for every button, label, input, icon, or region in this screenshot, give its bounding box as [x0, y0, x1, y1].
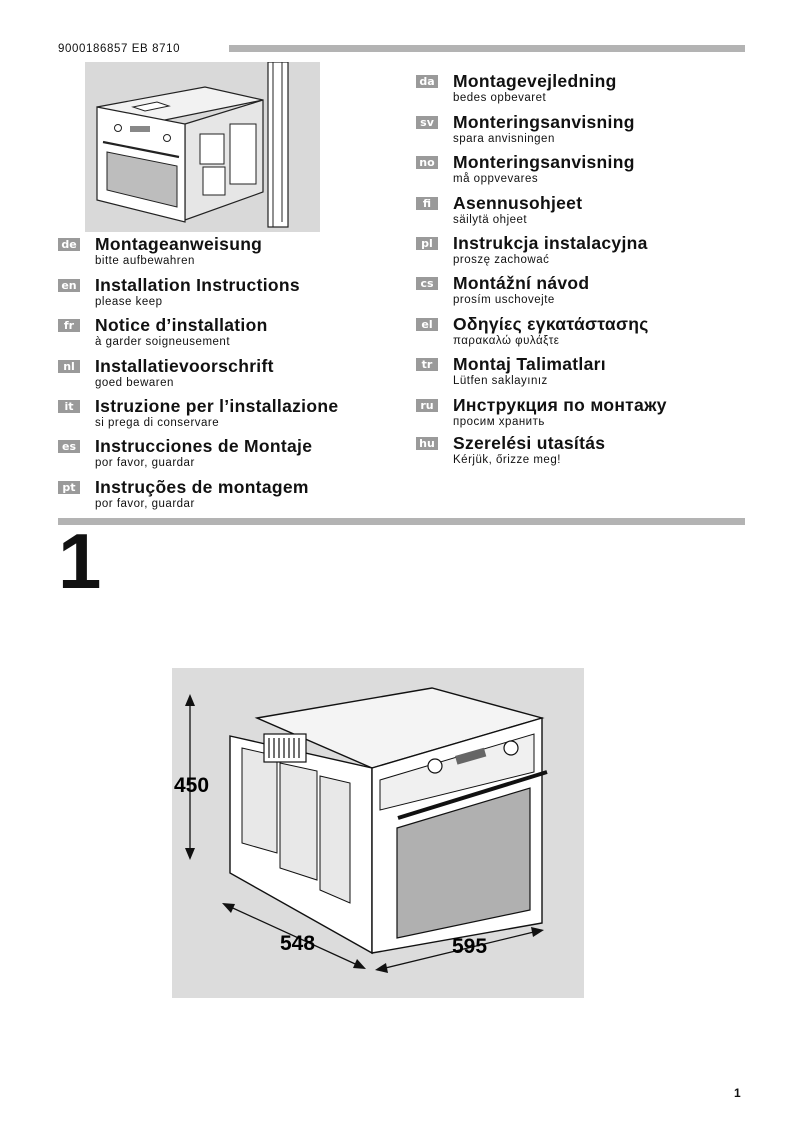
- lang-entry-hu: hu Szerelési utasítás Kérjük, őrizze meg…: [416, 433, 756, 473]
- lang-title: Istruzione per l’installazione: [95, 396, 339, 416]
- lang-subtitle: please keep: [95, 296, 163, 308]
- lang-entry-pt: pt Instruções de montagem por favor, gua…: [58, 477, 398, 517]
- lang-entry-sv: sv Monteringsanvisning spara anvisningen: [416, 112, 756, 152]
- lang-title: Montagevejledning: [453, 71, 617, 91]
- lang-title: Monteringsanvisning: [453, 112, 635, 132]
- oven-illustration-small: [85, 62, 320, 232]
- lang-title: Instrukcja instalacyjna: [453, 233, 648, 253]
- lang-entry-it: it Istruzione per l’installazione si pre…: [58, 396, 398, 436]
- lang-subtitle: просим хранить: [453, 416, 545, 428]
- lang-entry-no: no Monteringsanvisning må oppvevares: [416, 152, 756, 192]
- lang-title: Szerelési utasítás: [453, 433, 606, 453]
- lang-subtitle: spara anvisningen: [453, 133, 555, 145]
- lang-title: Asennusohjeet: [453, 193, 583, 213]
- lang-subtitle: Kérjük, őrizze meg!: [453, 454, 561, 466]
- lang-title: Instruções de montagem: [95, 477, 309, 497]
- lang-entry-de: de Montageanweisung bitte aufbewahren: [58, 234, 398, 274]
- lang-code-badge: cs: [416, 277, 438, 290]
- lang-subtitle: må oppvevares: [453, 173, 539, 185]
- lang-entry-fi: fi Asennusohjeet säilytä ohjeet: [416, 193, 756, 233]
- lang-code-badge: da: [416, 75, 438, 88]
- lang-entry-tr: tr Montaj Talimatları Lütfen saklayınız: [416, 354, 756, 394]
- lang-entry-pl: pl Instrukcja instalacyjna proszę zachow…: [416, 233, 756, 273]
- lang-code-badge: sv: [416, 116, 438, 129]
- lang-code-badge: no: [416, 156, 438, 169]
- lang-code-badge: it: [58, 400, 80, 413]
- lang-code-badge: es: [58, 440, 80, 453]
- lang-code-badge: nl: [58, 360, 80, 373]
- lang-subtitle: bedes opbevaret: [453, 92, 547, 104]
- oven-dimension-diagram: 450 548 595: [172, 668, 584, 998]
- lang-entry-ru: ru Инструкция по монтажу просим хранить: [416, 395, 756, 435]
- lang-entry-da: da Montagevejledning bedes opbevaret: [416, 71, 756, 111]
- lang-title: Montaj Talimatları: [453, 354, 606, 374]
- dimension-height-label: 450: [174, 774, 209, 797]
- lang-code-badge: el: [416, 318, 438, 331]
- page-number: 1: [734, 1086, 741, 1100]
- dimension-depth-label: 548: [280, 932, 315, 955]
- lang-entry-cs: cs Montážní návod prosím uschovejte: [416, 273, 756, 313]
- lang-title: Installation Instructions: [95, 275, 300, 295]
- section-rule: [58, 518, 745, 525]
- lang-code-badge: fr: [58, 319, 80, 332]
- lang-subtitle: si prega di conservare: [95, 417, 220, 429]
- lang-title: Οδηγίες εγκατάστασης: [453, 314, 649, 334]
- step-number: 1: [58, 517, 102, 605]
- lang-title: Montageanweisung: [95, 234, 263, 254]
- dimension-width-label: 595: [452, 935, 487, 958]
- lang-title: Monteringsanvisning: [453, 152, 635, 172]
- language-list-right: da Montagevejledning bedes opbevaret sv …: [416, 71, 756, 481]
- lang-subtitle: goed bewaren: [95, 377, 174, 389]
- lang-code-badge: ru: [416, 399, 438, 412]
- lang-title: Montážní návod: [453, 273, 590, 293]
- lang-subtitle: prosím uschovejte: [453, 294, 555, 306]
- lang-code-badge: de: [58, 238, 80, 251]
- lang-entry-nl: nl Installatievoorschrift goed bewaren: [58, 356, 398, 396]
- document-id: 9000186857 EB 8710: [58, 43, 181, 55]
- lang-code-badge: pl: [416, 237, 438, 250]
- lang-entry-fr: fr Notice d’installation à garder soigne…: [58, 315, 398, 355]
- lang-code-badge: en: [58, 279, 80, 292]
- header-rule: [229, 45, 745, 52]
- lang-title: Notice d’installation: [95, 315, 268, 335]
- lang-code-badge: hu: [416, 437, 438, 450]
- lang-code-badge: fi: [416, 197, 438, 210]
- lang-subtitle: bitte aufbewahren: [95, 255, 195, 267]
- lang-entry-es: es Instrucciones de Montaje por favor, g…: [58, 436, 398, 476]
- lang-subtitle: säilytä ohjeet: [453, 214, 528, 226]
- lang-title: Instrucciones de Montaje: [95, 436, 313, 456]
- lang-subtitle: à garder soigneusement: [95, 336, 231, 348]
- lang-subtitle: por favor, guardar: [95, 498, 195, 510]
- lang-code-badge: pt: [58, 481, 80, 494]
- lang-entry-en: en Installation Instructions please keep: [58, 275, 398, 315]
- language-list-left: de Montageanweisung bitte aufbewahren en…: [58, 234, 398, 524]
- lang-subtitle: por favor, guardar: [95, 457, 195, 469]
- lang-title: Installatievoorschrift: [95, 356, 274, 376]
- lang-entry-el: el Οδηγίες εγκατάστασης παρακαλώ φυλάξτε: [416, 314, 756, 354]
- lang-subtitle: Lütfen saklayınız: [453, 375, 548, 387]
- lang-title: Инструкция по монтажу: [453, 395, 667, 415]
- lang-subtitle: proszę zachować: [453, 254, 550, 266]
- lang-code-badge: tr: [416, 358, 438, 371]
- lang-subtitle: παρακαλώ φυλάξτε: [453, 335, 560, 347]
